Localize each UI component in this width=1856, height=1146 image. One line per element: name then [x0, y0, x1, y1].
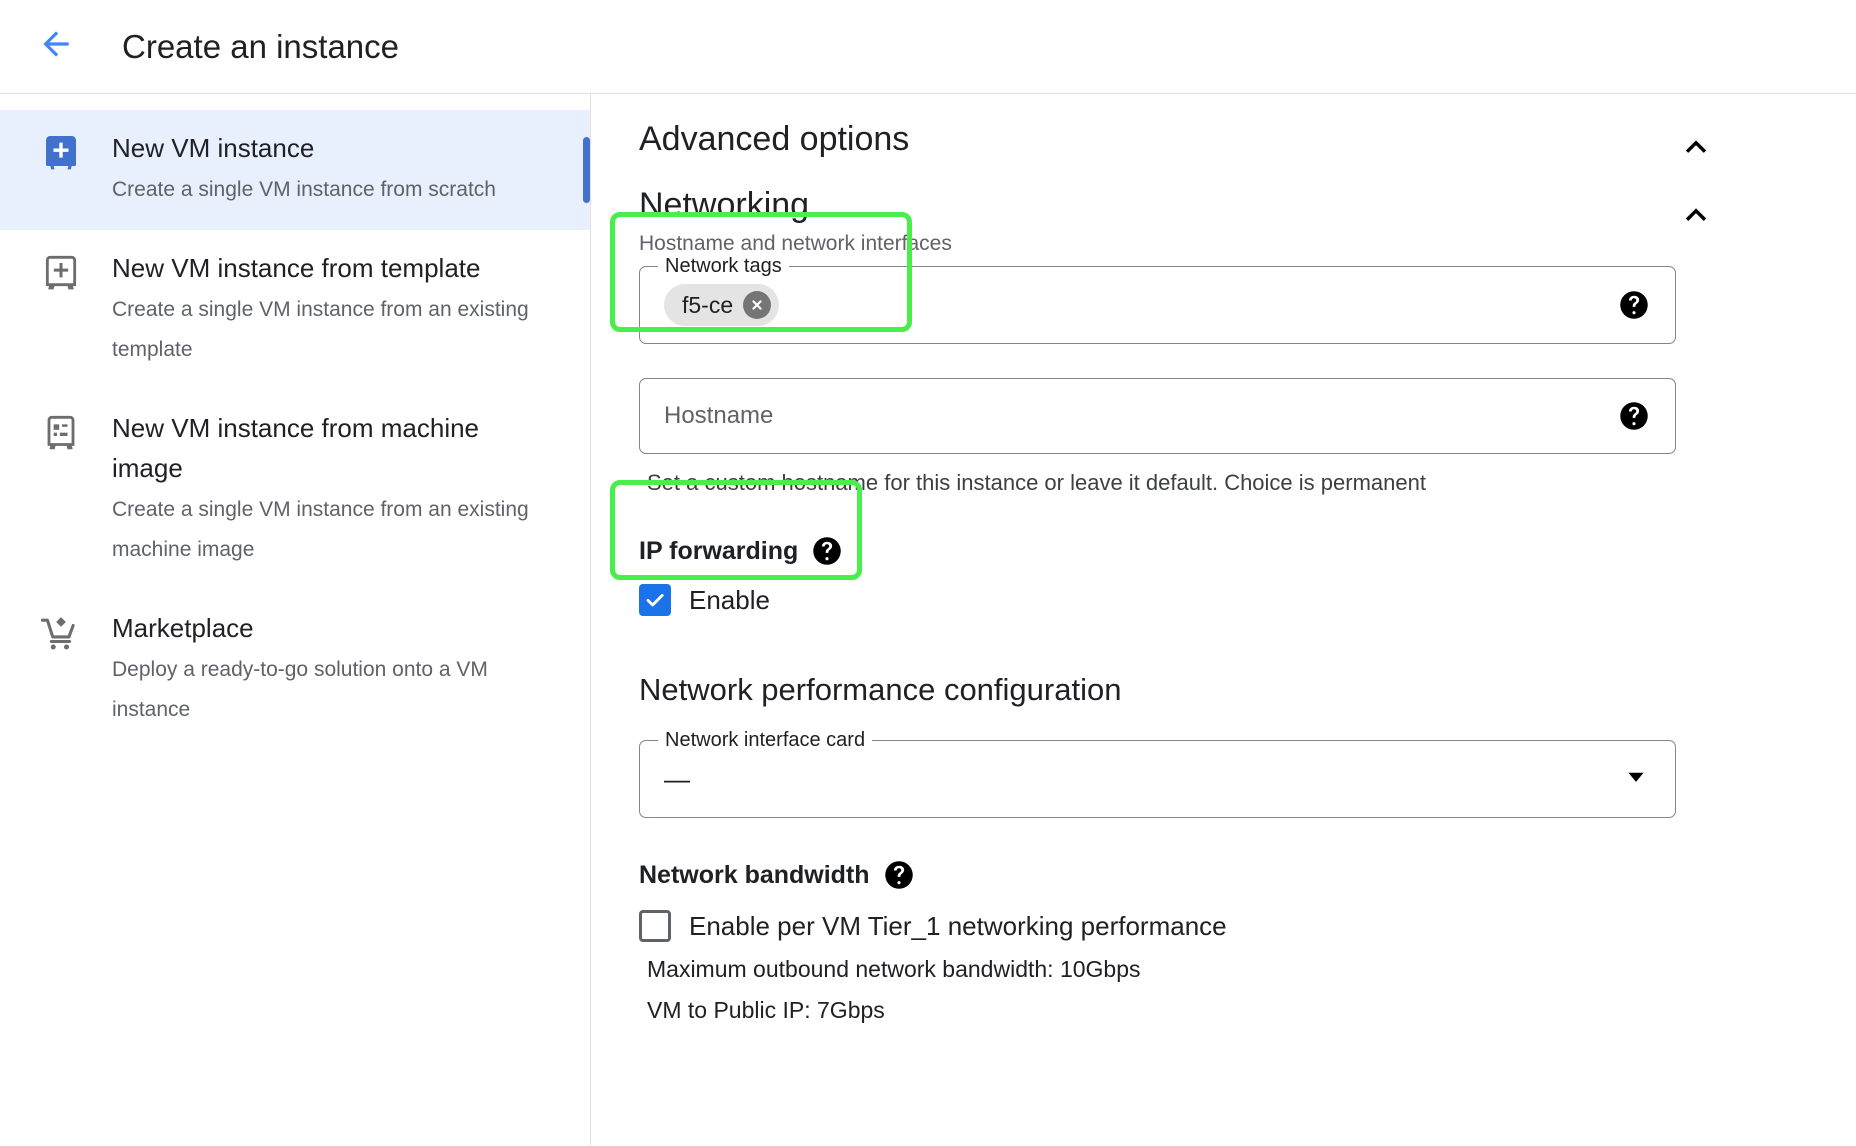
sidebar-item-new-vm-from-template[interactable]: New VM instance from template Create a s… — [0, 230, 590, 390]
sidebar-item-title: New VM instance — [112, 133, 315, 163]
network-tags-legend: Network tags — [658, 253, 789, 279]
sidebar-item-title: New VM instance from template — [112, 253, 481, 283]
network-tags-help[interactable] — [1619, 290, 1649, 320]
sidebar-item-new-vm-instance[interactable]: New VM instance Create a single VM insta… — [0, 110, 590, 230]
hostname-field[interactable]: Hostname — [639, 378, 1676, 454]
sidebar: New VM instance Create a single VM insta… — [0, 94, 591, 1145]
network-tag-chip[interactable]: f5-ce — [664, 284, 780, 326]
network-bandwidth-label: Network bandwidth — [639, 860, 870, 889]
ip-forwarding-enable-row[interactable]: Enable — [639, 584, 1856, 616]
sidebar-item-desc: Deploy a ready-to-go solution onto a VM … — [112, 658, 488, 721]
network-bandwidth-label-row: Network bandwidth — [639, 860, 1856, 890]
networking-collapse-button[interactable] — [1676, 196, 1716, 236]
sidebar-item-desc: Create a single VM instance from an exis… — [112, 498, 529, 561]
arrow-left-icon — [37, 25, 75, 68]
network-performance-title: Network performance configuration — [639, 672, 1122, 707]
sidebar-item-title: Marketplace — [112, 613, 254, 643]
main-panel: Advanced options Networking — [591, 94, 1856, 1145]
help-icon[interactable] — [812, 536, 842, 566]
ip-forwarding-enable-label: Enable — [689, 584, 770, 615]
back-button[interactable] — [28, 19, 84, 75]
sidebar-item-title: New VM instance from machine image — [112, 413, 480, 483]
network-interface-card-value: — — [664, 763, 690, 794]
vm-to-public-ip-text: VM to Public IP: 7Gbps — [647, 997, 885, 1023]
ip-forwarding-label: IP forwarding — [639, 536, 799, 565]
selected-indicator-bar — [583, 137, 590, 203]
page-title: Create an instance — [122, 27, 400, 65]
chevron-up-icon — [1679, 129, 1713, 168]
network-tag-chip-label: f5-ce — [682, 291, 734, 318]
sidebar-item-desc: Create a single VM instance from an exis… — [112, 298, 529, 361]
ip-forwarding-label-row: IP forwarding — [639, 536, 1856, 566]
page-header: Create an instance — [0, 0, 1856, 94]
advanced-options-header[interactable]: Advanced options — [639, 94, 1856, 168]
chevron-down-icon — [1623, 764, 1649, 795]
tier1-networking-checkbox[interactable] — [639, 910, 671, 942]
highlight-box-network-tags — [610, 212, 912, 332]
highlight-box-ip-forwarding — [610, 480, 862, 580]
machine-image-icon — [40, 414, 82, 458]
advanced-options-title: Advanced options — [639, 120, 910, 158]
ip-forwarding-enable-checkbox[interactable] — [639, 584, 671, 616]
vm-template-add-icon — [40, 254, 82, 298]
networking-header[interactable]: Networking — [639, 168, 1856, 236]
network-interface-card-dropdown-arrow[interactable] — [1623, 764, 1649, 795]
sidebar-item-new-vm-from-machine-image[interactable]: New VM instance from machine image Creat… — [0, 390, 590, 590]
vm-instance-add-icon — [40, 134, 82, 178]
tier1-networking-row[interactable]: Enable per VM Tier_1 networking performa… — [639, 910, 1856, 942]
help-icon — [1619, 290, 1649, 320]
networking-subtitle: Hostname and network interfaces — [639, 232, 952, 255]
help-icon[interactable] — [884, 860, 914, 890]
tier1-networking-label: Enable per VM Tier_1 networking performa… — [689, 910, 1227, 941]
networking-title: Networking — [639, 186, 810, 224]
sidebar-item-marketplace[interactable]: Marketplace Deploy a ready-to-go solutio… — [0, 590, 590, 750]
hostname-help[interactable] — [1619, 401, 1649, 431]
max-outbound-bandwidth-text: Maximum outbound network bandwidth: 10Gb… — [647, 956, 1141, 982]
marketplace-cart-icon — [40, 614, 82, 658]
network-interface-card-legend: Network interface card — [658, 727, 873, 753]
hostname-input-placeholder[interactable]: Hostname — [664, 402, 774, 429]
chevron-up-icon — [1679, 197, 1713, 236]
help-icon — [1619, 401, 1649, 431]
sidebar-item-desc: Create a single VM instance from scratch — [112, 178, 496, 201]
advanced-options-collapse-button[interactable] — [1676, 128, 1716, 168]
network-interface-card-select[interactable]: Network interface card — — [639, 727, 1676, 818]
close-circle-icon[interactable] — [743, 291, 772, 319]
